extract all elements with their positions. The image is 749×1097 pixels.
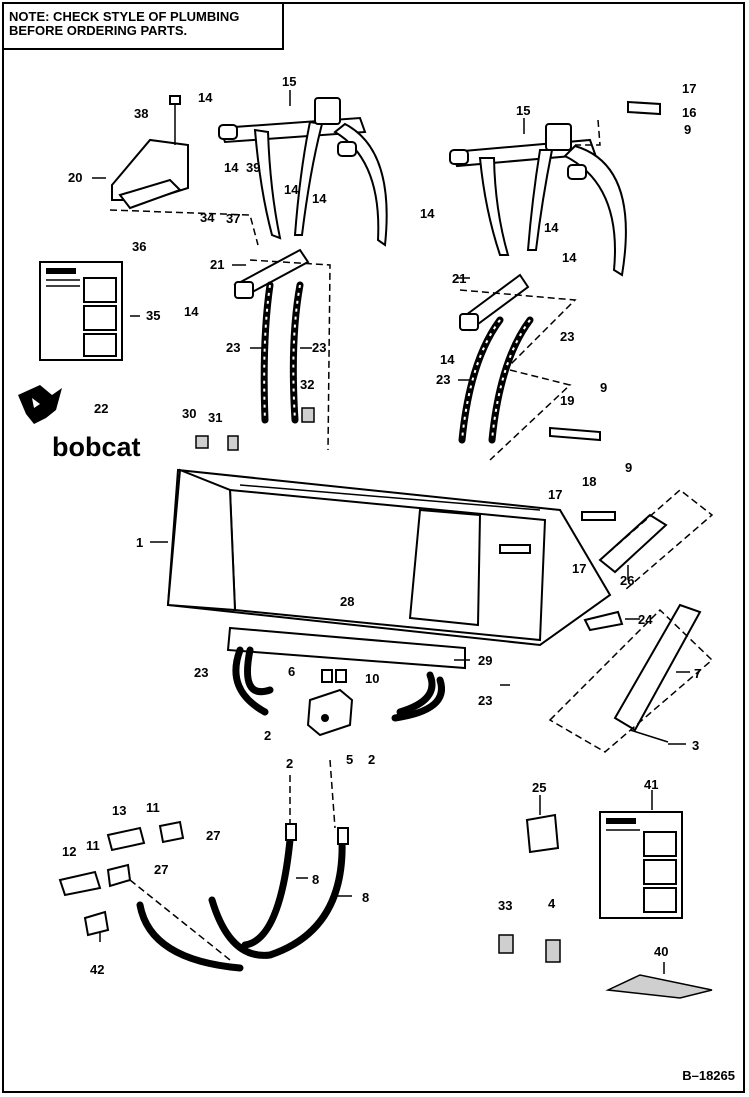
decal-35	[39, 261, 123, 361]
callout-19: 19	[560, 393, 574, 408]
callout-36: 36	[132, 239, 146, 254]
bobcat-wordmark: bobcat	[52, 432, 141, 462]
callout-14e: 14	[420, 206, 435, 221]
callout-25: 25	[532, 780, 546, 795]
mount-bracket	[111, 95, 189, 210]
lever-assembly	[583, 513, 702, 743]
callout-14f: 14	[544, 220, 559, 235]
callout-30: 30	[182, 406, 196, 421]
callout-23c: 23	[436, 372, 450, 387]
callout-27a: 27	[206, 828, 220, 843]
leader-lines	[92, 90, 690, 974]
callout-23e: 23	[194, 665, 208, 680]
bucket	[166, 468, 612, 647]
callout-2b: 2	[286, 756, 293, 771]
callout-16: 16	[682, 105, 696, 120]
callout-9a: 9	[684, 122, 691, 137]
callout-39: 39	[246, 160, 260, 175]
plumbing-note: NOTE: CHECK STYLE OF PLUMBING BEFORE ORD…	[2, 2, 284, 50]
callout-27b: 27	[154, 862, 168, 877]
callout-15a: 15	[282, 74, 296, 89]
callout-33: 33	[498, 898, 512, 913]
callout-23a: 23	[226, 340, 240, 355]
right-grapple-assembly	[449, 123, 627, 277]
callout-17a: 17	[682, 81, 696, 96]
callout-22: 22	[94, 401, 108, 416]
small-parts	[195, 100, 713, 999]
callout-11b: 11	[86, 838, 100, 853]
callout-18: 18	[582, 474, 596, 489]
callout-13: 13	[112, 803, 126, 818]
callout-14h: 14	[440, 352, 455, 367]
callout-9c: 9	[625, 460, 632, 475]
callout-2a: 2	[264, 728, 271, 743]
callout-28: 28	[340, 594, 354, 609]
valve-block	[306, 669, 354, 737]
dashed-groupings	[109, 119, 714, 961]
note-line-2: BEFORE ORDERING PARTS.	[9, 23, 188, 38]
callout-14g: 14	[562, 250, 577, 265]
note-line-1: NOTE: CHECK STYLE OF PLUMBING	[9, 9, 240, 24]
callout-32: 32	[300, 377, 314, 392]
callout-17b: 17	[548, 487, 562, 502]
callout-10: 10	[365, 671, 379, 686]
callout-3: 3	[692, 738, 699, 753]
callout-14a: 14	[198, 90, 213, 105]
callout-14b: 14	[312, 191, 327, 206]
decal-41	[599, 811, 683, 919]
left-grapple-assembly	[218, 97, 388, 247]
callout-5: 5	[346, 752, 353, 767]
callout-7: 7	[694, 666, 701, 681]
callout-2c: 2	[368, 752, 375, 767]
callout-6: 6	[288, 664, 295, 679]
callout-14i: 14	[224, 160, 239, 175]
callout-21a: 21	[210, 257, 224, 272]
callout-11a: 11	[146, 800, 160, 815]
callout-12: 12	[62, 844, 76, 859]
callout-23f: 23	[478, 693, 492, 708]
callout-35: 35	[146, 308, 160, 323]
callout-34: 34	[200, 210, 215, 225]
callout-14d: 14	[184, 304, 199, 319]
callout-labels: 1 2 2 2 3 4 5 6 7 8 8 9 9 9 10 11 11 12 …	[62, 74, 701, 977]
callout-29: 29	[478, 653, 492, 668]
callout-9b: 9	[600, 380, 607, 395]
callout-23d: 23	[560, 329, 574, 344]
callout-37: 37	[226, 211, 240, 226]
callout-15b: 15	[516, 103, 530, 118]
callout-8b: 8	[362, 890, 369, 905]
callout-26: 26	[620, 573, 634, 588]
callout-1: 1	[136, 535, 143, 550]
callout-20: 20	[68, 170, 82, 185]
bobcat-logo: bobcat	[18, 385, 141, 462]
right-cylinder	[459, 273, 530, 332]
callout-8a: 8	[312, 872, 319, 887]
callout-14c: 14	[284, 182, 299, 197]
drawing-reference-number: B–18265	[682, 1068, 735, 1083]
callout-23b: 23	[312, 340, 326, 355]
callout-21b: 21	[452, 271, 466, 286]
crossbar	[226, 626, 466, 670]
callout-17c: 17	[572, 561, 586, 576]
callout-42: 42	[90, 962, 104, 977]
callout-24: 24	[638, 612, 653, 627]
callout-40: 40	[654, 944, 668, 959]
callout-38: 38	[134, 106, 148, 121]
callout-41: 41	[644, 777, 658, 792]
coupler-assembly	[58, 820, 244, 972]
lower-hoses	[232, 646, 445, 722]
callout-31: 31	[208, 410, 222, 425]
long-hoses	[208, 823, 349, 959]
callout-4: 4	[548, 896, 556, 911]
upper-hoses	[260, 281, 534, 444]
